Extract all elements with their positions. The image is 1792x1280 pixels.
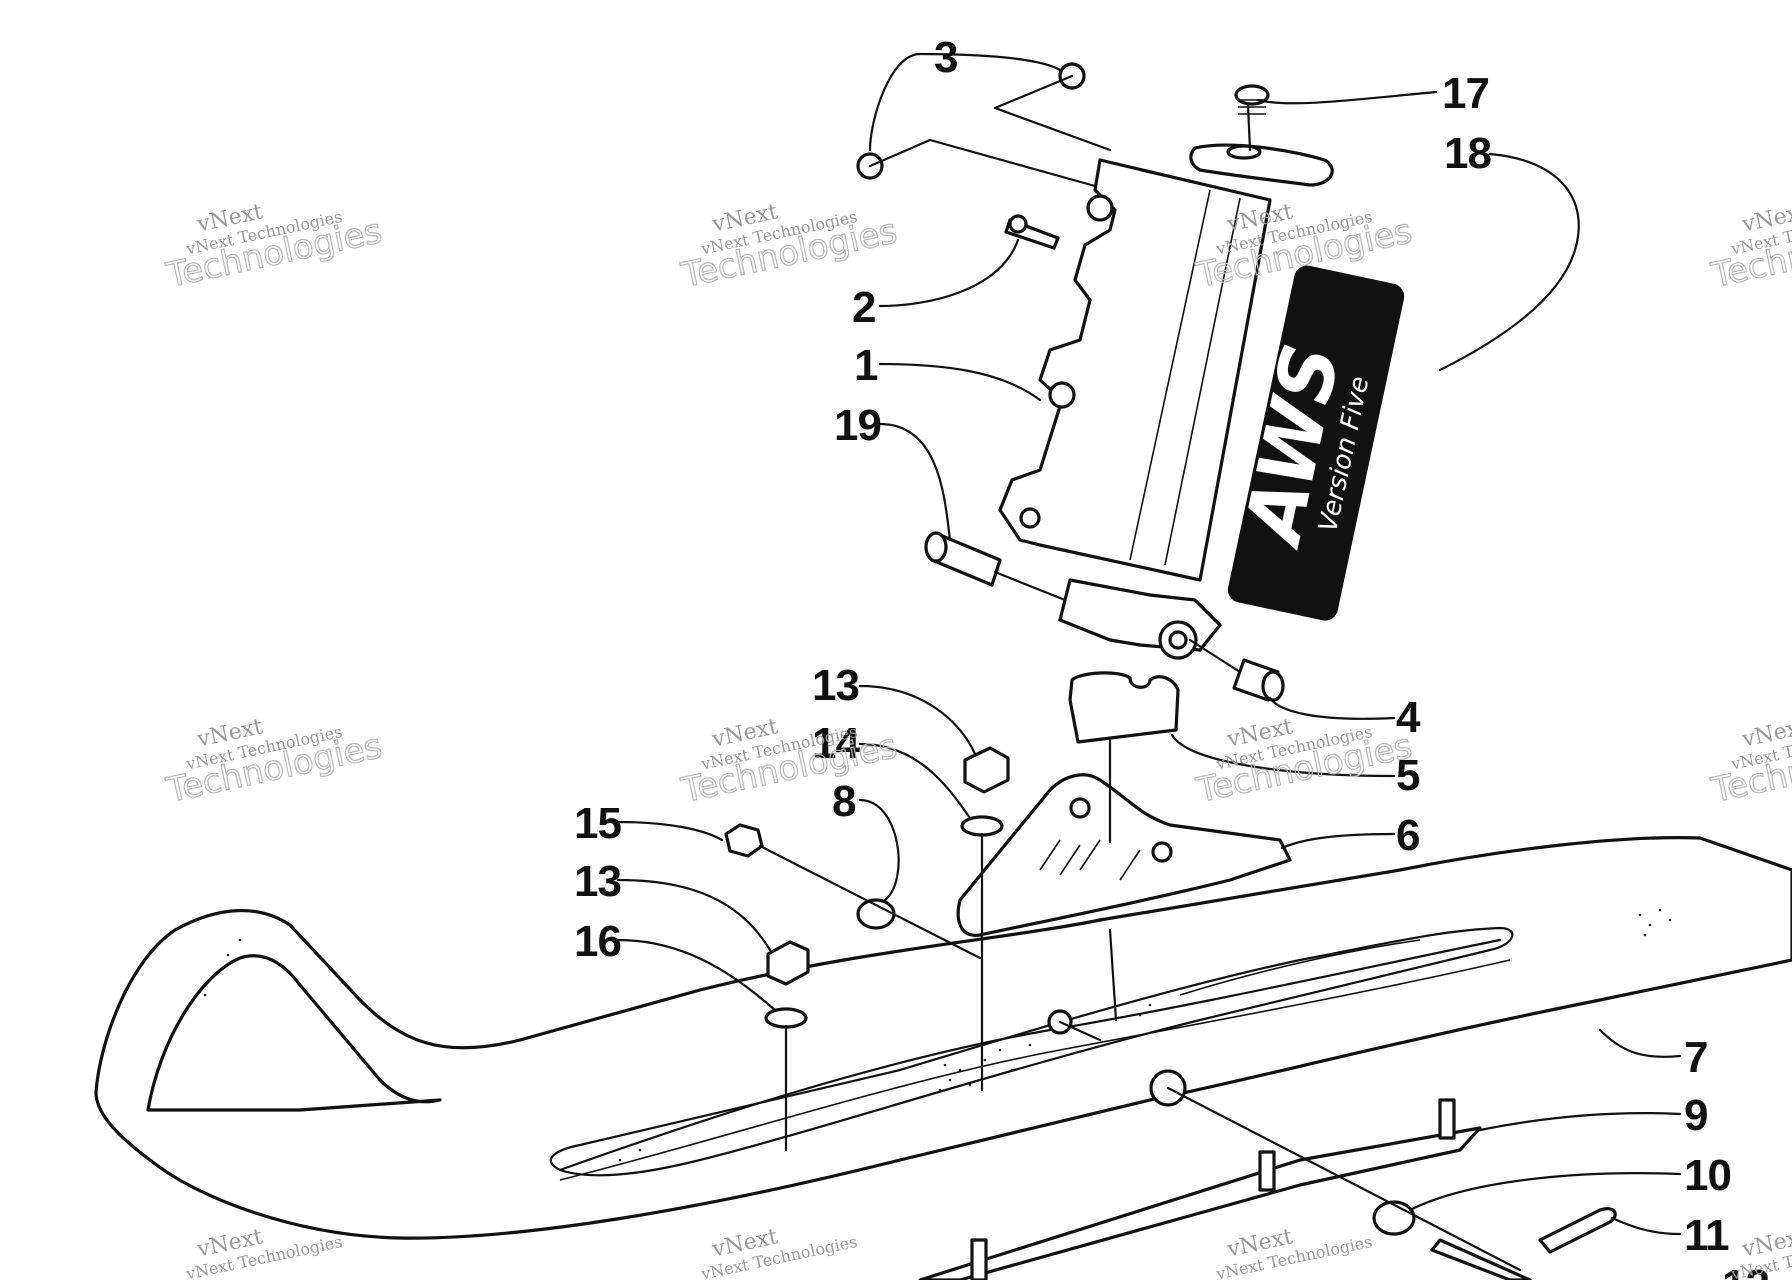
callout-13-lower: 13 [574,857,621,906]
watermark: vNext vNext Technologies Technologies [162,199,386,296]
callout-9: 9 [1684,1091,1707,1140]
callout-5: 5 [1396,751,1420,800]
leader-lines [616,52,1682,1272]
callout-6: 6 [1396,811,1419,860]
callout-13-upper: 13 [812,661,859,710]
bushing-19 [924,531,1002,587]
callout-10: 10 [1684,1151,1731,1200]
callout-14: 14 [812,719,860,768]
ski-saddle [956,773,1292,937]
callout-11: 11 [1684,1211,1729,1260]
callout-18: 18 [1444,129,1491,178]
watermark: vNext vNext Technologies [699,1224,859,1280]
callout-12: 12 [1722,1261,1769,1280]
callout-3-top: 3 [934,33,957,82]
callout-15: 15 [574,799,621,848]
callout-4: 4 [1396,693,1421,742]
watermark: vNext vNext Technologies Technologies [1192,714,1416,811]
watermark: vNext vNext Technologies Technologies [1707,714,1792,811]
watermark: vNext vNext Technologies Technologies [677,199,901,296]
lower-bracket [1058,578,1222,660]
bushing-4 [1232,658,1285,702]
callout-19: 19 [834,401,881,450]
watermark: vNext vNext Technologies [1729,1224,1792,1280]
callout-16: 16 [574,917,621,966]
callout-1: 1 [854,341,878,390]
watermark: vNext vNext Technologies Technologies [162,714,386,811]
bumper-block [1068,671,1180,744]
watermark: vNext vNext Technologies [1214,1224,1374,1280]
callout-labels: 3 17 18 2 1 19 13 14 8 15 13 16 4 5 6 7 … [574,33,1770,1280]
callout-8: 8 [832,777,856,826]
watermark: vNext vNext Technologies Technologies [1707,199,1792,296]
callout-2: 2 [852,283,875,332]
watermark: vNext vNext Technologies Technologies [677,714,901,811]
callout-7: 7 [1684,1033,1707,1082]
wear-rod [918,1098,1482,1280]
spindle-assembly [998,143,1334,582]
ski-stipple [203,908,1672,1162]
callout-17: 17 [1442,69,1489,118]
watermarks: vNext vNext Technologies Technologies vN… [162,199,1792,1280]
aws-decal: AWS Version Five [1228,265,1405,621]
hardware [724,62,1617,1280]
ski-body [94,836,1792,1240]
